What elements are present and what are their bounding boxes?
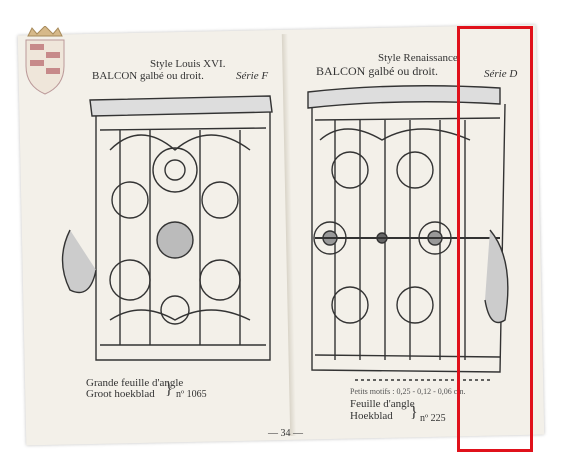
louis-xvi-balcony-illustration [61,95,273,361]
left-caption-brace: } [165,381,173,398]
right-balcon-label: BALCON galbé ou droit. [316,64,438,78]
left-style-title: Style Louis XVI. [150,58,226,70]
left-caption-line1: Grande feuille d'angle [86,377,184,389]
right-item-number: nº 225 [420,413,446,424]
left-balcon-label: BALCON galbé ou droit. [92,70,204,82]
left-caption-line2: Groot hoekblad [86,388,155,400]
left-serie-label: Série F [236,70,269,82]
right-caption-line1: Feuille d'angle [350,398,415,410]
right-motifs-note: Petits motifs : 0,25 - 0,12 - 0,06 cm. [350,387,466,396]
right-serie-label: Série D [484,68,518,80]
right-style-title: Style Renaissance. [378,52,461,64]
right-caption-line2: Hoekblad [350,410,393,422]
page-number: — 34 — [268,428,303,439]
crest-logo [25,26,65,95]
renaissance-balcony-illustration [307,85,509,381]
highlight-box [457,26,533,452]
left-item-number: nº 1065 [176,389,207,400]
right-caption-brace: } [410,404,418,421]
